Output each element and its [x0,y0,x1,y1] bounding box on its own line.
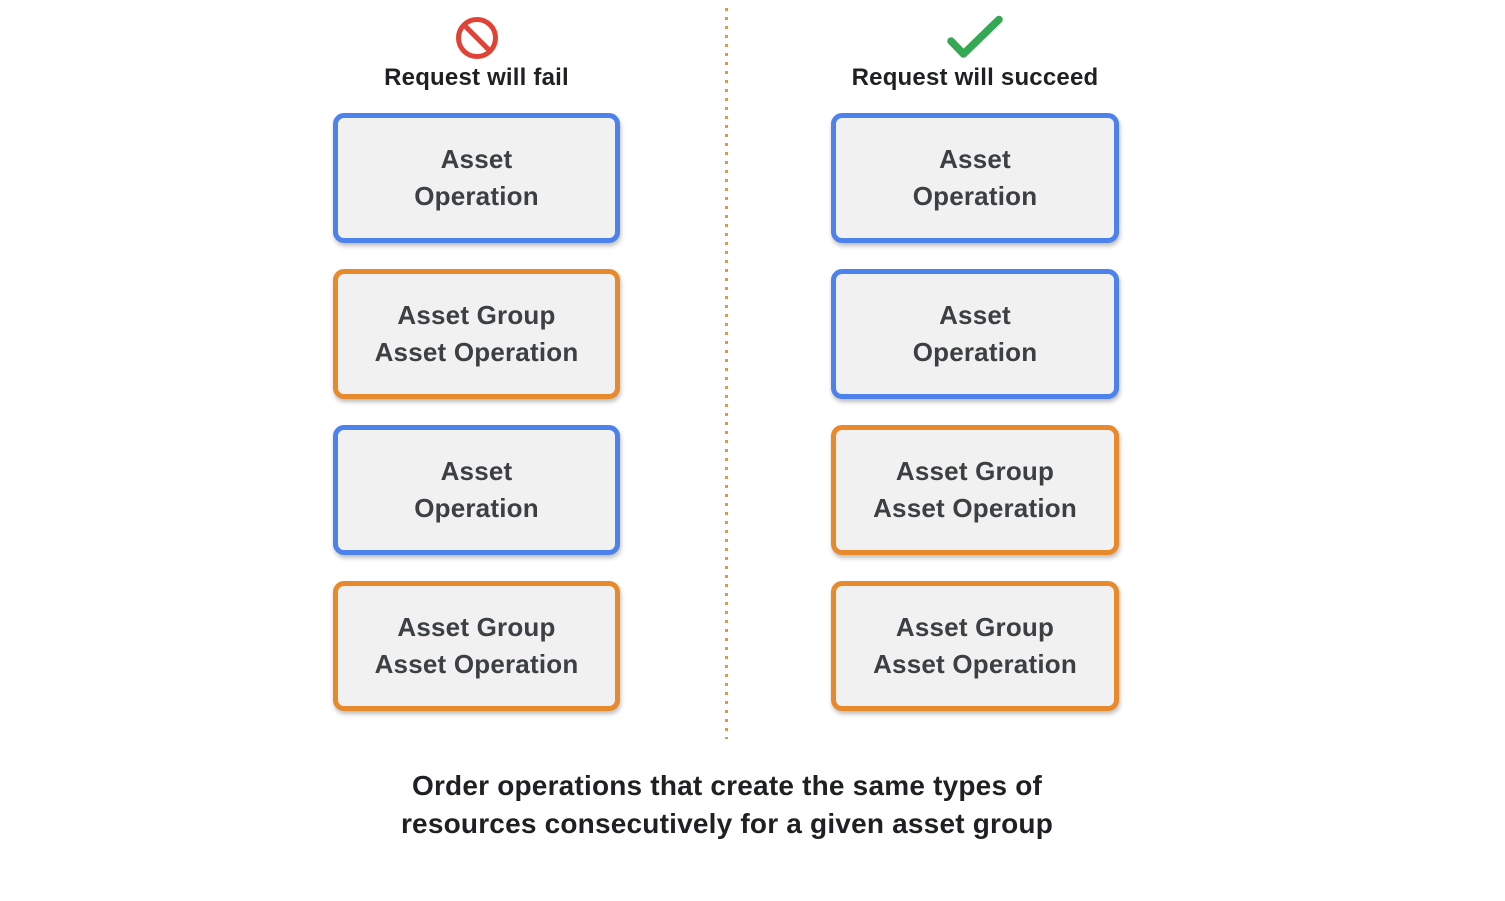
operation-box: Asset Group Asset Operation [831,581,1119,711]
operation-box-label: Asset Group Asset Operation [374,300,579,367]
fail-icon-row [333,16,620,64]
checkmark-icon [946,15,1004,66]
operation-box-label: Asset Operation [414,456,539,523]
column-divider [725,8,728,739]
fail-box-list: Asset Operation Asset Group Asset Operat… [333,113,620,711]
diagram-caption: Order operations that create the same ty… [400,770,1054,839]
operation-box: Asset Group Asset Operation [831,425,1119,555]
succeed-icon-row [831,15,1119,66]
operation-box-label: Asset Group Asset Operation [374,612,579,679]
operation-box: Asset Operation [333,113,620,243]
succeed-box-list: Asset Operation Asset Operation Asset Gr… [831,113,1119,711]
operation-box-label: Asset Operation [414,144,539,211]
operation-box-label: Asset Operation [912,300,1038,367]
operation-box-label: Asset Group Asset Operation [873,456,1077,523]
fail-header-label: Request will fail [384,64,569,91]
fail-column: Request will fail Asset Operation Asset … [333,16,620,711]
operation-box-label: Asset Group Asset Operation [873,612,1077,679]
operation-box: Asset Operation [831,113,1119,243]
operation-box: Asset Operation [831,269,1119,399]
operation-box-label: Asset Operation [912,144,1038,211]
succeed-column: Request will succeed Asset Operation Ass… [831,15,1119,711]
succeed-header-label: Request will succeed [851,64,1099,91]
operation-box: Asset Operation [333,425,620,555]
prohibition-icon [454,15,500,66]
operation-box: Asset Group Asset Operation [333,581,620,711]
operation-box: Asset Group Asset Operation [333,269,620,399]
